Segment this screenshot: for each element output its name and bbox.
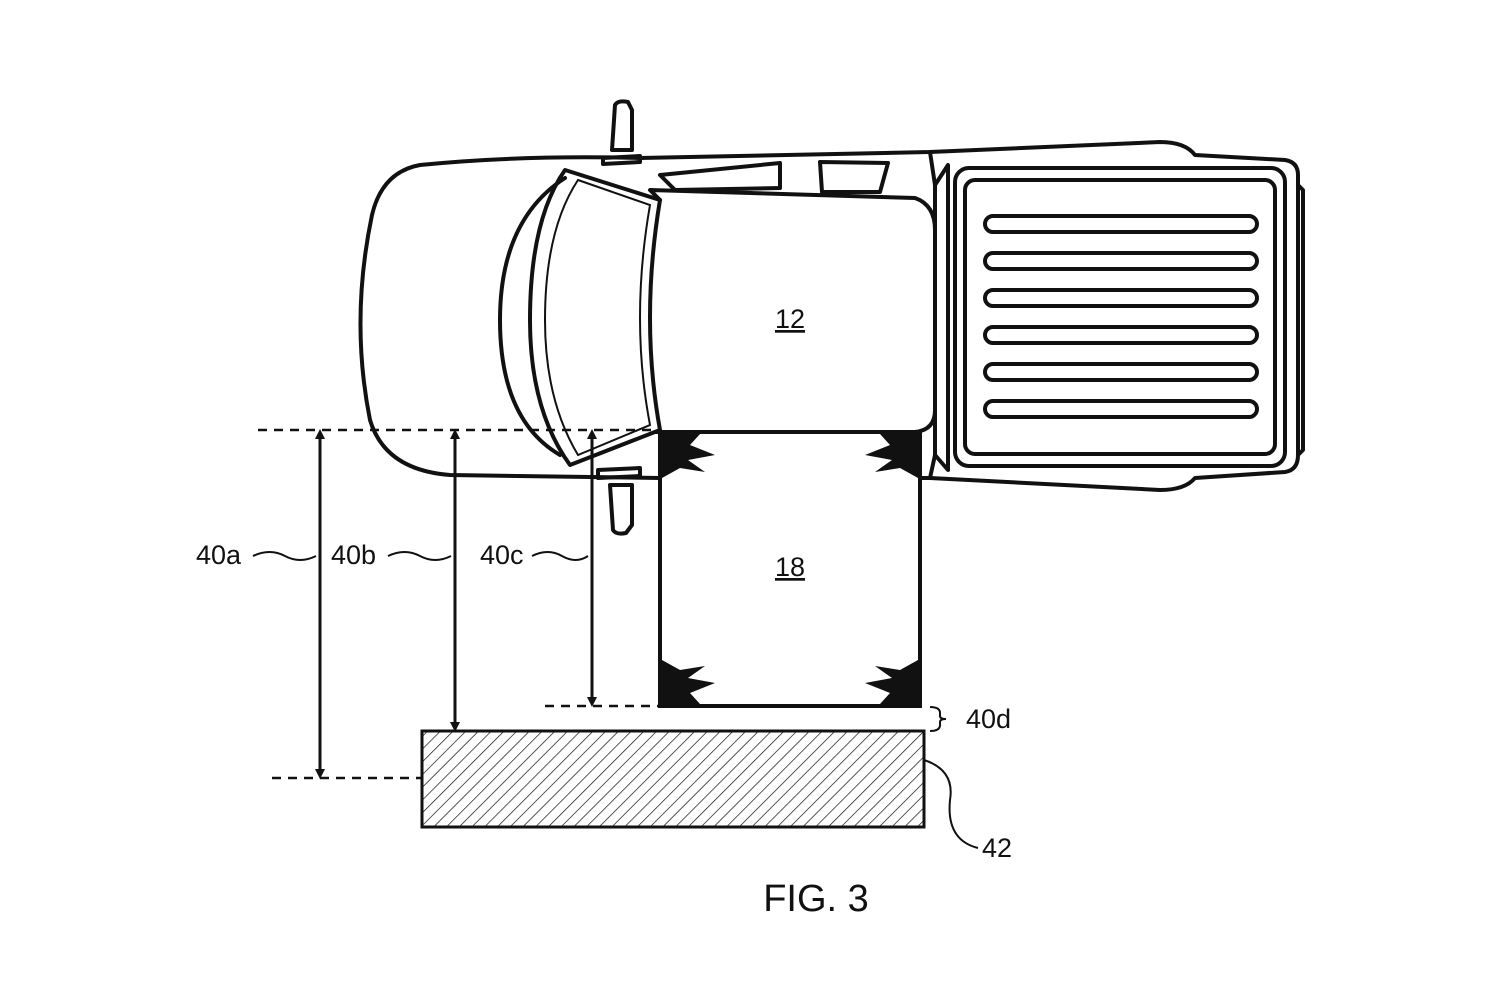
bed-inner (965, 180, 1275, 454)
truck-bed (955, 168, 1285, 466)
dim-label-40a: 40a (196, 540, 242, 570)
bed-outer (955, 168, 1285, 466)
mirror-top-mount (603, 156, 640, 164)
vehicle-label: 12 (775, 304, 805, 334)
dimension-40d: 40d (930, 704, 1011, 734)
bed-rib (985, 401, 1257, 417)
reference-lines (258, 430, 660, 778)
obstacle-hatched (422, 731, 924, 827)
obstacle-label: 42 (982, 833, 1012, 863)
figure-caption: FIG. 3 (763, 878, 869, 920)
lift-platform: 18 (660, 432, 920, 706)
lift-label: 18 (775, 552, 805, 582)
dim-leader-40a (253, 552, 316, 560)
bed-rib (985, 327, 1257, 343)
cab-back (930, 152, 935, 478)
windshield-inner (545, 180, 650, 455)
dim-label-40d: 40d (966, 704, 1011, 734)
dim-leader-40b (388, 552, 451, 560)
bed-rib (985, 216, 1257, 232)
dimension-40a: 40a (196, 434, 320, 774)
mirror-bottom (610, 485, 632, 534)
bed-rib (985, 290, 1257, 306)
bed-ribs (985, 216, 1257, 417)
dim-label-40b: 40b (331, 540, 376, 570)
dim-leader-40c (532, 552, 588, 560)
mirror-top (612, 101, 632, 150)
dimension-40b: 40b (331, 434, 455, 727)
obstacle-leader (924, 760, 978, 848)
dim-label-40c: 40c (480, 540, 524, 570)
mirror-bottom-mount (598, 468, 640, 478)
side-window-front (660, 163, 780, 190)
bed-rib (985, 253, 1257, 269)
obstacle: 42 (422, 731, 1012, 863)
hood-line (500, 178, 565, 455)
bed-rib (985, 364, 1257, 380)
dim-bracket-40d (930, 707, 946, 731)
side-window-rear (820, 162, 888, 192)
